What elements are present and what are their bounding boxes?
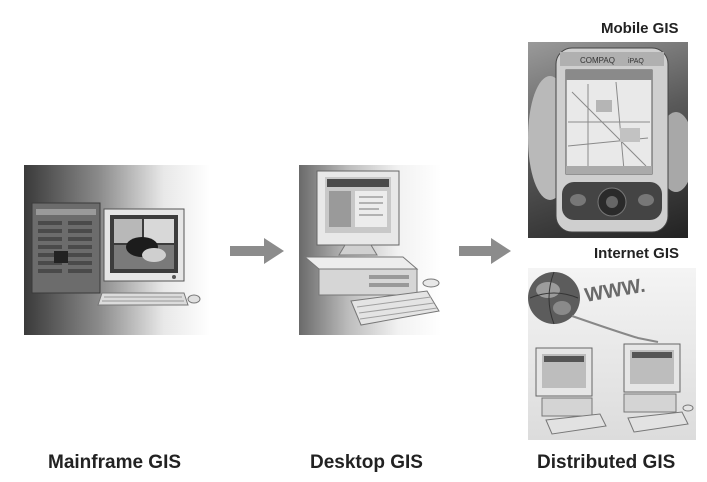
mobile-gis-label: Mobile GIS	[601, 20, 679, 37]
internet-gis-label: Internet GIS	[594, 245, 680, 262]
desktop-gis-label: Desktop GIS	[310, 452, 423, 473]
pda-icon: COMPAQ iPAQ	[528, 47, 688, 233]
mainframe-gis-label: Mainframe GIS	[48, 452, 182, 473]
mainframe-computer-icon	[31, 202, 201, 306]
desktop-computer-icon	[303, 170, 440, 326]
mainframe-gis-image	[24, 165, 210, 335]
desktop-gis-image	[299, 165, 441, 335]
pda-brand-label: COMPAQ	[580, 56, 615, 65]
globe-icon	[528, 271, 580, 325]
internet-gis-image: WWW.	[528, 268, 696, 440]
mobile-gis-image: COMPAQ iPAQ	[528, 42, 688, 238]
right-arrow-icon	[459, 238, 511, 264]
www-label: WWW.	[583, 275, 647, 307]
pda-model-label: iPAQ	[628, 58, 644, 65]
distributed-gis-label: Distributed GIS	[537, 452, 676, 473]
networked-computers-icon: WWW.	[528, 271, 694, 435]
right-arrow-icon	[230, 238, 284, 264]
